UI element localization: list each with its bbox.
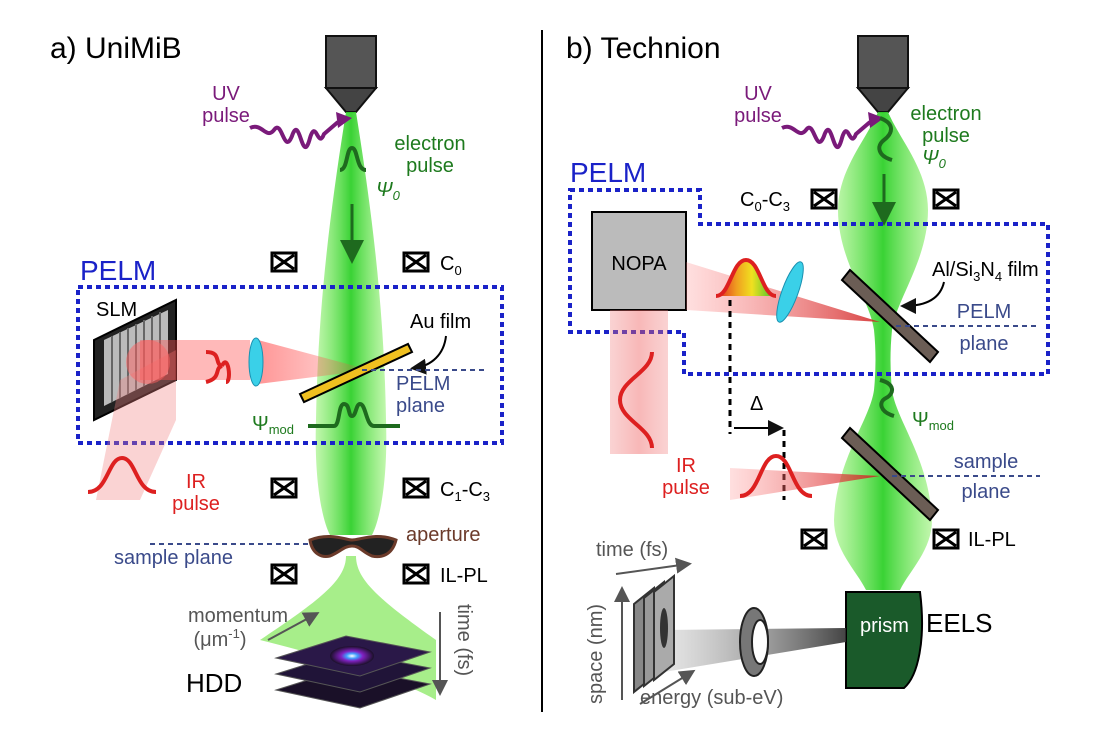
eels-detector <box>633 573 675 695</box>
aperture <box>308 534 398 559</box>
ilpl-label-a: IL-PL <box>440 565 488 587</box>
time-label-a: time (fs) <box>453 604 475 676</box>
ir-beam-sample-b <box>730 468 880 500</box>
space-label: space (nm) <box>585 604 607 704</box>
pelm-label-a: PELM <box>80 255 156 286</box>
slm-label: SLM <box>96 299 137 321</box>
au-film-label: Au film <box>410 311 471 333</box>
coil-c0c3-right-b <box>932 188 960 210</box>
coil-ilpl-right-a <box>402 563 430 585</box>
electron-gun-a <box>323 35 379 113</box>
prism <box>845 591 923 689</box>
electron-gun-b <box>855 35 911 113</box>
psi0-a: Ψ0 <box>376 179 401 203</box>
coil-ilpl-left-b <box>800 528 828 550</box>
sample-film-b <box>840 426 940 522</box>
electron-wavepacket-b <box>877 116 893 162</box>
psi-mod-b: Ψmod <box>912 409 954 433</box>
momentum-label: momentum(μm-1) <box>188 605 288 651</box>
psi0-b: Ψ0 <box>922 147 947 171</box>
prism-label: prism <box>860 615 909 637</box>
ir-pulse-vertical-b <box>617 351 654 449</box>
nopa-beam-down <box>610 310 668 454</box>
energy-arrow <box>639 669 696 705</box>
coil-c1c3-left-a <box>270 477 298 499</box>
lens-a <box>248 337 264 387</box>
c0c3-label-b: C0-C3 <box>740 189 790 214</box>
pelm-box-a <box>76 285 504 445</box>
sample-plane-label-a: sample plane <box>114 547 233 569</box>
au-film <box>298 342 414 404</box>
psi-mod-a: Ψmod <box>252 413 294 437</box>
coil-c0-right-a <box>402 251 430 273</box>
coil-ilpl-right-b <box>932 528 960 550</box>
time-label-b: time (fs) <box>596 539 668 561</box>
hdd-label: HDD <box>186 668 242 698</box>
ir-shaped-pulse-a <box>205 350 231 384</box>
coil-c0c3-left-b <box>810 188 838 210</box>
psi-mod-wavepacket-a <box>308 401 400 428</box>
energy-filter-ring <box>739 607 769 677</box>
electron-beam-b <box>834 112 932 590</box>
c1c3-label-a: C1-C3 <box>440 479 490 504</box>
eels-label: EELS <box>926 608 993 638</box>
psi-mod-wavepacket-b <box>879 378 895 418</box>
al-si3n4-film <box>840 268 940 364</box>
lens-b <box>776 261 804 323</box>
nopa-label: NOPA <box>611 253 667 275</box>
film-label: Al/Si3N4 film <box>932 259 1039 284</box>
ir-beam-focus-a <box>258 340 370 384</box>
ir-pulse-a <box>87 455 157 494</box>
coil-ilpl-left-a <box>270 563 298 585</box>
pelm-label-b: PELM <box>570 157 646 188</box>
ir-pulse-b <box>739 453 813 498</box>
delta-label: Δ <box>750 393 763 415</box>
ilpl-label-b: IL-PL <box>968 529 1016 551</box>
momentum-arrow <box>267 612 320 641</box>
energy-label: energy (sub-eV) <box>640 687 783 709</box>
uv-pulse-a <box>249 120 340 149</box>
coil-c0-left-a <box>270 251 298 273</box>
coil-c1c3-right-a <box>402 477 430 499</box>
rainbow-pulse <box>716 260 776 296</box>
time-arrow-b <box>615 557 692 575</box>
electron-beam-a <box>315 112 387 535</box>
panel-a-title: a) UniMiB <box>50 32 182 65</box>
c0-label-a: C0 <box>440 253 462 278</box>
electron-wavepacket-a <box>339 145 367 172</box>
uv-pulse-b <box>781 120 872 149</box>
hdd-detector <box>274 635 432 709</box>
pelm-box-b <box>568 188 1050 376</box>
aperture-label: aperture <box>406 524 481 546</box>
panel-b-title: b) Technion <box>566 32 721 65</box>
